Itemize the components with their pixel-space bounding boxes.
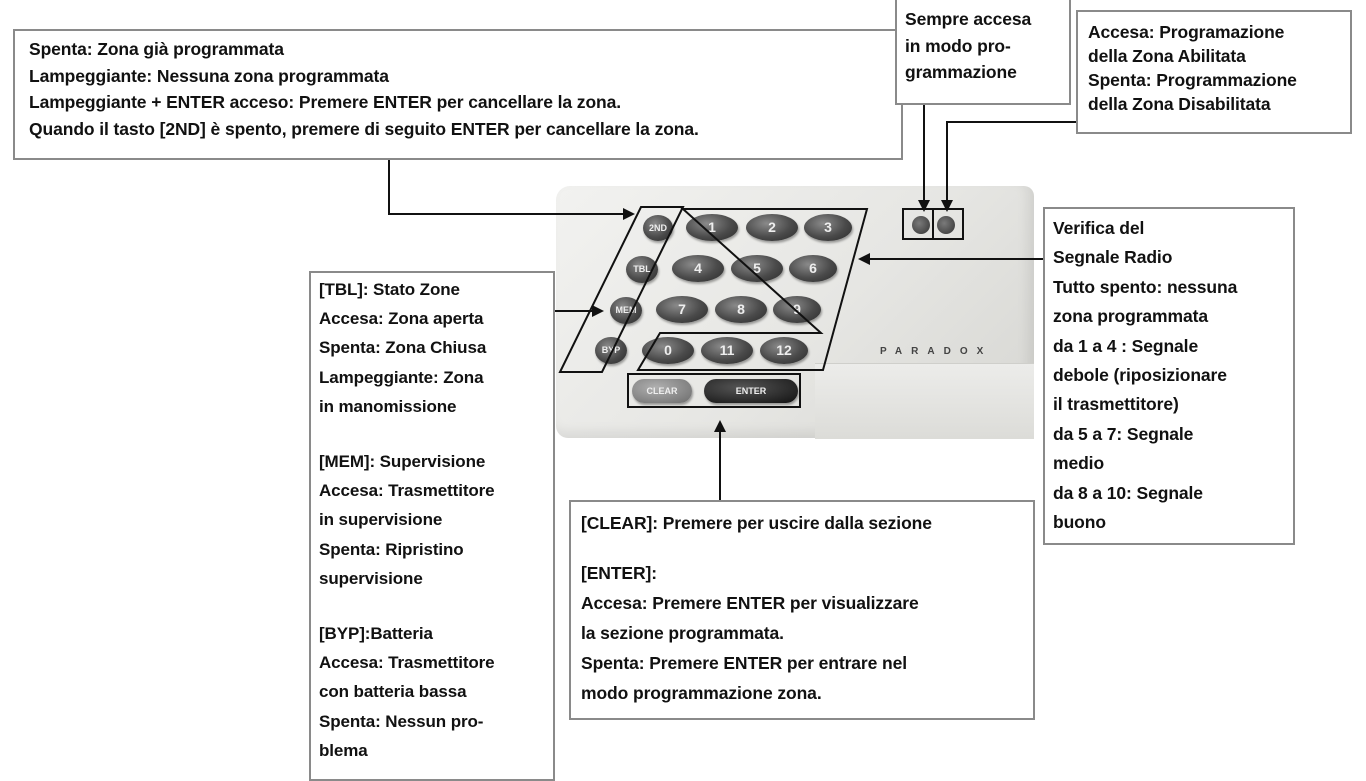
key-4: 4: [672, 255, 724, 282]
key-12: 12: [760, 337, 808, 364]
byp-line-1: [BYP]:Batteria: [319, 624, 433, 644]
key-6: 6: [789, 255, 837, 282]
zone-status-line-1: Spenta: Zona già programmata: [29, 39, 284, 59]
mem-line-5: supervisione: [319, 568, 423, 588]
callout-zone-programming: Accesa: Programazione della Zona Abilita…: [1076, 10, 1352, 134]
clear-enter-outline: [627, 373, 801, 408]
signal-line-3: Tutto spento: nessuna: [1053, 276, 1238, 297]
key-7: 7: [656, 296, 708, 323]
mem-line-1: [MEM]: Supervisione: [319, 452, 486, 472]
clear-line: [CLEAR]: Premere per uscire dalla sezion…: [581, 513, 932, 533]
callout-programming-led: Sempre accesa in modo pro- grammazione: [895, 0, 1071, 105]
zone-programming-line-3: Spenta: Programmazione: [1088, 70, 1297, 90]
byp-line-3: con batteria bassa: [319, 682, 467, 702]
signal-line-6: debole (riposizionare: [1053, 365, 1227, 386]
zone-status-line-2: Lampeggiante: Nessuna zona programmata: [29, 65, 389, 86]
key-byp: BYP: [595, 337, 627, 364]
mem-line-2: Accesa: Trasmettitore: [319, 481, 495, 501]
key-3: 3: [804, 214, 852, 241]
enter-line-2: Accesa: Premere ENTER per visualizzare: [581, 593, 919, 613]
key-enter: ENTER: [704, 379, 798, 403]
key-2: 2: [746, 214, 798, 241]
key-8: 8: [715, 296, 767, 323]
enter-line-4: Spenta: Premere ENTER per entrare nel: [581, 653, 907, 673]
signal-line-11: buono: [1053, 512, 1106, 533]
key-9: 9: [773, 296, 821, 323]
signal-line-1: Verifica del: [1053, 218, 1145, 238]
signal-line-10: da 8 a 10: Segnale: [1053, 482, 1203, 503]
led-zone-programming-icon: [937, 216, 955, 234]
arrow-zone-status: [388, 160, 635, 220]
tbl-line-4: Lampeggiante: Zona: [319, 367, 484, 387]
programming-led-line-1: Sempre accesa: [905, 9, 1032, 29]
callout-signal: Verifica del Segnale Radio Tutto spento:…: [1043, 207, 1295, 545]
signal-line-8: da 5 a 7: Segnale: [1053, 423, 1194, 444]
tbl-line-3: Spenta: Zona Chiusa: [319, 338, 487, 358]
enter-line-3: la sezione programmata.: [581, 623, 784, 643]
tbl-line-5: in manomissione: [319, 396, 457, 416]
signal-line-7: il trasmettitore): [1053, 394, 1179, 415]
led-programming-icon: [912, 216, 930, 234]
programming-led-line-2: in modo pro-: [905, 35, 1011, 56]
zone-status-line-3: Lampeggiante + ENTER acceso: Premere ENT…: [29, 92, 622, 112]
zone-programming-line-2: della Zona Abilitata: [1088, 46, 1246, 66]
mem-line-3: in supervisione: [319, 510, 443, 530]
key-clear: CLEAR: [632, 379, 692, 403]
signal-line-2: Segnale Radio: [1053, 247, 1173, 268]
callout-clear-enter: [CLEAR]: Premere per uscire dalla sezion…: [569, 500, 1035, 720]
programming-led-line-3: grammazione: [905, 62, 1017, 82]
tbl-line-1: [TBL]: Stato Zone: [319, 280, 460, 299]
zone-programming-line-1: Accesa: Programazione: [1088, 22, 1285, 42]
byp-line-5: blema: [319, 740, 368, 760]
mem-line-4: Spenta: Ripristino: [319, 539, 464, 559]
signal-line-5: da 1 a 4 : Segnale: [1053, 335, 1199, 356]
key-11: 11: [701, 337, 753, 364]
keypad-lower-panel: [815, 363, 1034, 439]
byp-line-4: Spenta: Nessun pro-: [319, 711, 484, 731]
callout-zone-status: Spenta: Zona già programmata Lampeggiant…: [13, 29, 903, 160]
zone-status-line-4: Quando il tasto [2ND] è spento, premere …: [29, 118, 699, 139]
callout-left-keys: [TBL]: Stato Zone Accesa: Zona aperta Sp…: [309, 271, 555, 781]
byp-line-2: Accesa: Trasmettitore: [319, 653, 495, 673]
number-keys-outline: [636, 208, 869, 371]
side-keys-outline: [558, 206, 685, 373]
signal-line-4: zona programmata: [1053, 306, 1208, 327]
enter-line-1: [ENTER]:: [581, 563, 657, 583]
signal-line-9: medio: [1053, 453, 1105, 474]
arrow-zone-programming: [941, 121, 1076, 212]
tbl-line-2: Accesa: Zona aperta: [319, 309, 484, 329]
zone-programming-line-4: della Zona Disabilitata: [1088, 94, 1271, 114]
enter-line-5: modo programmazione zona.: [581, 683, 822, 703]
keypad-brand: PARADOX: [880, 346, 993, 357]
